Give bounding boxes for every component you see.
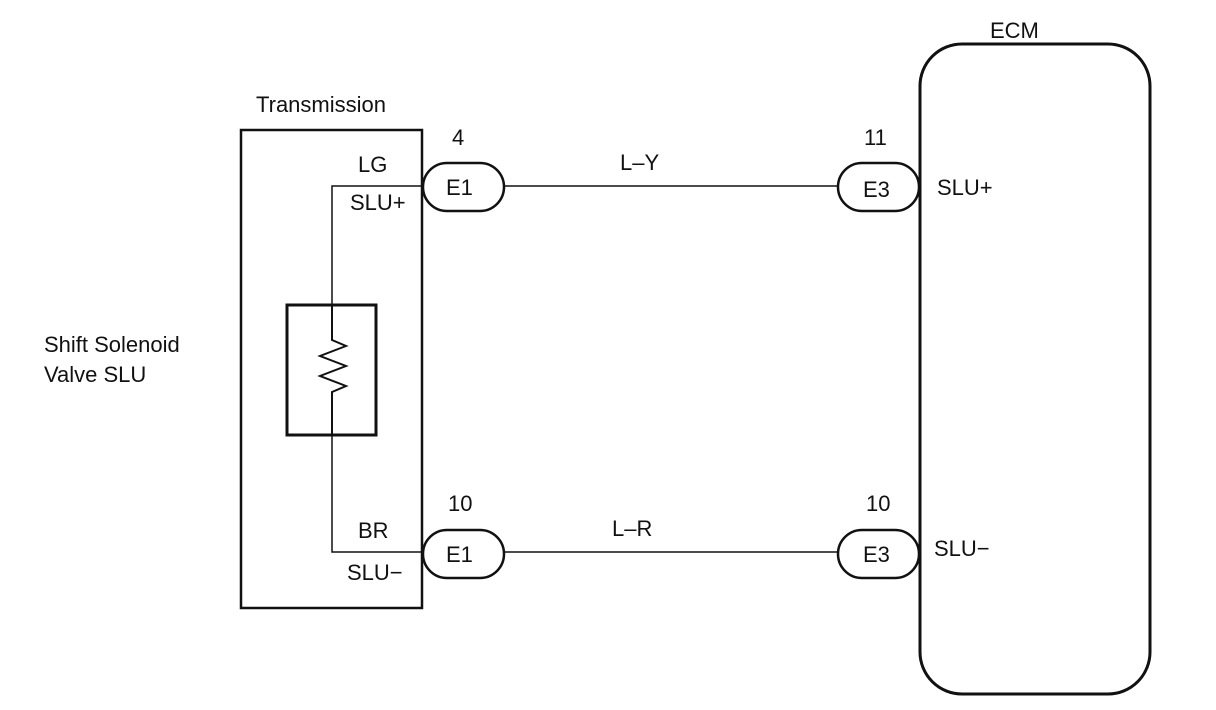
connector-e3-top-pin: 11	[864, 125, 887, 150]
wire-label-l-r: L–R	[612, 516, 652, 541]
ecm-pin-slu-minus: SLU−	[934, 536, 990, 561]
pin-label-slu-plus-left: SLU+	[350, 190, 406, 215]
wire-label-l-y: L–Y	[620, 150, 659, 175]
ecm-box	[918, 42, 1152, 696]
transmission-box	[239, 128, 424, 610]
internal-wire-top	[331, 185, 423, 305]
connector-e3-bottom-id: E3	[863, 542, 890, 567]
ecm-title: ECM	[990, 18, 1039, 43]
internal-wire-bottom	[331, 435, 423, 553]
resistor-icon	[317, 305, 349, 435]
connector-e1-bottom	[421, 528, 506, 580]
solenoid-label-line1: Shift Solenoid	[44, 332, 180, 357]
transmission-title: Transmission	[256, 92, 386, 117]
pin-label-slu-minus-left: SLU−	[347, 560, 403, 585]
wire-color-br: BR	[358, 518, 389, 543]
connector-e3-bottom	[836, 528, 921, 580]
connector-e1-bottom-id: E1	[446, 542, 473, 567]
connector-e3-top	[836, 161, 921, 213]
ecm-pin-slu-plus: SLU+	[937, 175, 993, 200]
connector-e3-top-id: E3	[863, 177, 890, 202]
connector-e1-top	[421, 161, 506, 213]
wire-color-lg: LG	[358, 152, 387, 177]
connector-e1-top-id: E1	[446, 175, 473, 200]
connector-e1-top-pin: 4	[452, 125, 464, 150]
connector-e1-bottom-pin: 10	[448, 491, 472, 516]
solenoid-label-line2: Valve SLU	[44, 362, 146, 387]
connector-e3-bottom-pin: 10	[866, 491, 890, 516]
